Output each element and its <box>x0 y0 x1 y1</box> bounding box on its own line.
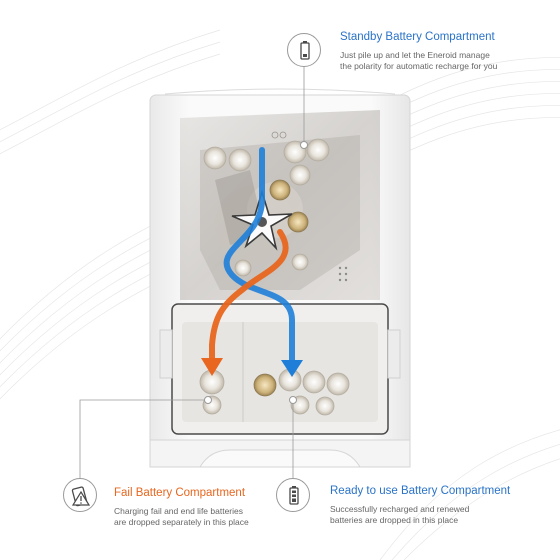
ready-desc-line1: Successfully recharged and renewed <box>330 504 470 514</box>
battery-icon <box>287 33 321 67</box>
standby-callout: Standby Battery Compartment Just pile up… <box>340 30 497 72</box>
fail-title: Fail Battery Compartment <box>114 487 246 499</box>
ready-title: Ready to use Battery Compartment <box>330 485 511 497</box>
fail-desc-line2: are dropped separately in this place <box>114 517 249 527</box>
fail-desc-line1: Charging fail and end life batteries <box>114 506 243 516</box>
standby-title: Standby Battery Compartment <box>340 31 495 43</box>
battery-warning-icon <box>63 478 97 512</box>
standby-desc-line2: the polarity for automatic recharge for … <box>340 61 498 71</box>
leader-dots <box>204 141 308 404</box>
ready-desc-line2: batteries are dropped in this place <box>330 515 459 525</box>
leader-lines <box>79 67 305 478</box>
ready-callout: Ready to use Battery Compartment Success… <box>330 484 510 526</box>
flow-arrows <box>201 147 303 377</box>
standby-desc-line1: Just pile up and let the Eneroid manage <box>340 50 490 60</box>
fail-callout: Fail Battery Compartment Charging fail a… <box>114 486 249 528</box>
battery-full-icon <box>276 478 310 512</box>
orange-flow-arrow <box>209 229 289 363</box>
internal-mechanism <box>180 110 380 300</box>
lower-drawer <box>159 303 401 435</box>
blue-flow-arrow <box>223 147 295 365</box>
